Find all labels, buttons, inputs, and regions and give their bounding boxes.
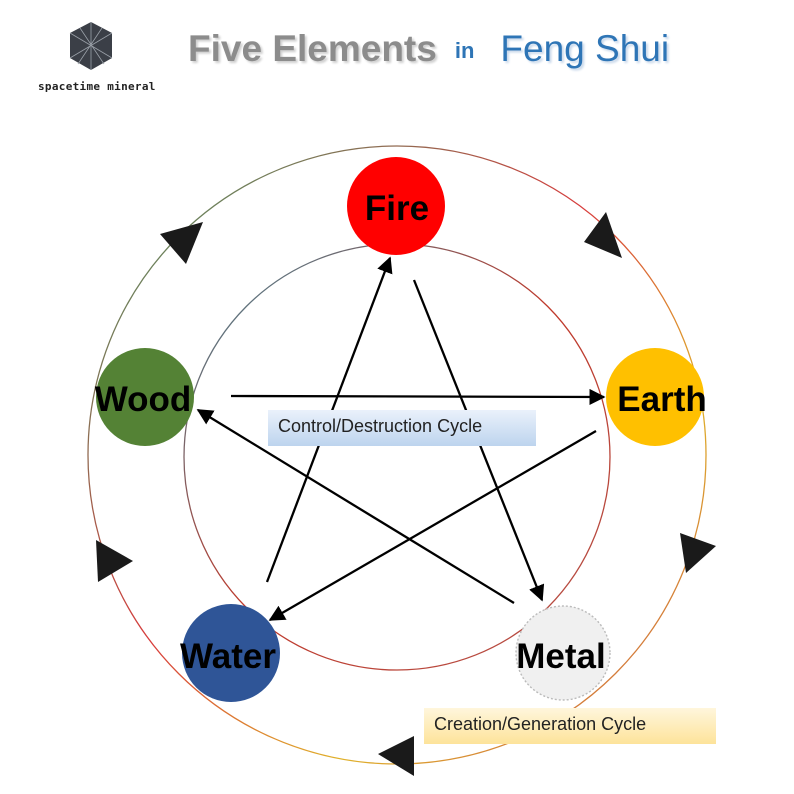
water-circle xyxy=(182,604,280,702)
title-part-1: Five Elements xyxy=(188,28,437,69)
control-arrow-earth-water xyxy=(268,430,597,621)
earth-circle xyxy=(606,348,704,446)
title-part-3: Feng Shui xyxy=(500,28,670,69)
earth-label: Earth xyxy=(617,380,706,419)
hexagon-crystal-logo-icon xyxy=(69,22,113,70)
inner-control-circle xyxy=(183,243,611,671)
creation-cycle-label: Creation/Generation Cycle xyxy=(424,708,716,744)
control-cycle-label: Control/Destruction Cycle xyxy=(268,410,536,446)
creation-arrow-icon xyxy=(96,540,133,582)
water-label: Water xyxy=(180,637,276,676)
title-part-2: in xyxy=(454,38,475,64)
metal-circle xyxy=(515,605,611,701)
brand-name: spacetime mineral xyxy=(38,80,156,93)
wood-circle xyxy=(96,348,194,446)
control-arrow-metal-wood xyxy=(196,409,515,604)
creation-arrow-icon xyxy=(584,212,622,258)
metal-label: Metal xyxy=(516,637,605,676)
fire-circle xyxy=(347,157,445,255)
creation-arrow-icon xyxy=(160,222,203,264)
wood-label: Wood xyxy=(95,380,192,419)
creation-arrow-icon xyxy=(378,736,414,776)
page-title: Five Elements in Feng Shui xyxy=(188,28,669,70)
control-arrow-wood-earth xyxy=(230,388,606,406)
fire-label: Fire xyxy=(365,189,429,228)
creation-arrow-icon xyxy=(680,533,716,573)
